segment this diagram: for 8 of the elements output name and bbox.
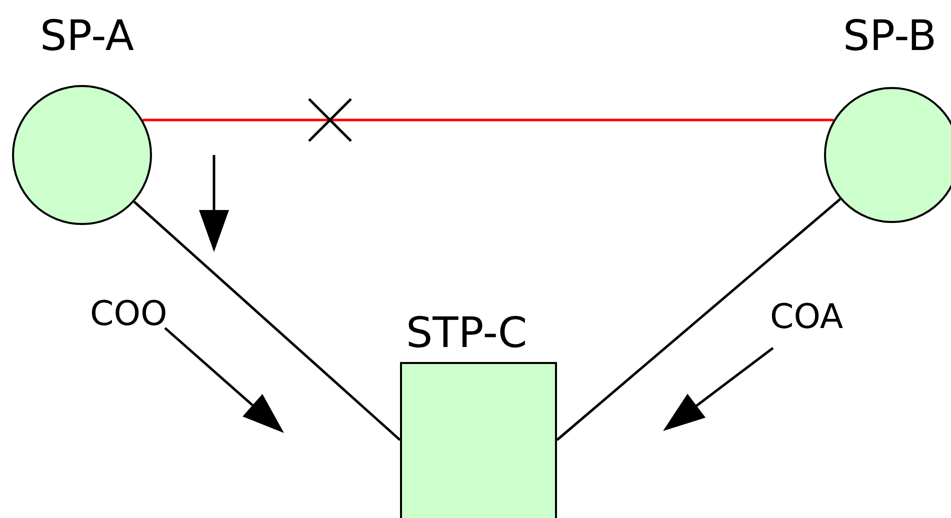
connector-line bbox=[556, 198, 842, 441]
connector-line bbox=[133, 200, 401, 441]
message-label: COA bbox=[770, 297, 844, 337]
message-label: COO bbox=[90, 294, 168, 334]
node-label: SP-A bbox=[40, 12, 134, 60]
node-label: SP-B bbox=[843, 12, 937, 60]
node-label: STP-C bbox=[406, 309, 528, 357]
connector-line bbox=[142, 118, 834, 122]
